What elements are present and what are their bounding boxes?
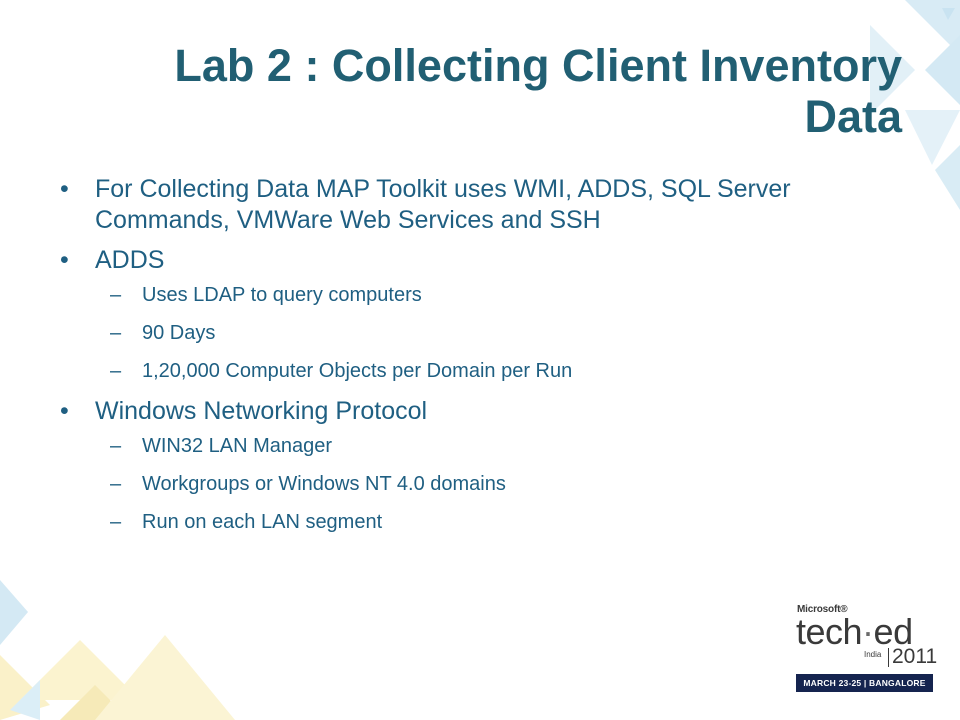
sub-bullet-text: 1,20,000 Computer Objects per Domain per…	[142, 360, 573, 382]
sub-bullet-text: 90 Days	[142, 322, 216, 344]
sub-bullet-item: – Uses LDAP to query computers	[95, 282, 890, 308]
sub-bullet-marker: –	[110, 284, 122, 306]
teched-india-2011-logo: Microsoft® tech·ed India 2011 MARCH 23-2…	[796, 604, 938, 696]
slide-title: Lab 2 : Collecting Client Inventory Data	[174, 40, 902, 142]
sub-bullet-text: WIN32 LAN Manager	[142, 435, 333, 457]
sub-bullet-text: Run on each LAN segment	[142, 511, 383, 533]
bullet-item: • For Collecting Data MAP Toolkit uses W…	[60, 174, 890, 236]
sub-bullet-marker: –	[110, 322, 122, 344]
teched-wordmark-tech: tech	[796, 611, 863, 652]
sub-bullet-marker: –	[110, 360, 122, 382]
bullet-list: • For Collecting Data MAP Toolkit uses W…	[60, 174, 890, 547]
logo-india-label: India	[864, 650, 882, 659]
bullet-text: Windows Networking Protocol	[95, 397, 428, 425]
bullet-text: ADDS	[95, 246, 165, 274]
microsoft-wordmark: Microsoft®	[797, 604, 848, 615]
logo-divider	[888, 648, 889, 667]
sub-bullet-text: Uses LDAP to query computers	[142, 284, 422, 306]
sub-bullet-marker: –	[110, 511, 122, 533]
bullet-item: • ADDS – Uses LDAP to query computers – …	[60, 245, 890, 384]
bullet-text: For Collecting Data MAP Toolkit uses WMI…	[95, 175, 791, 234]
sub-bullet-item: – 1,20,000 Computer Objects per Domain p…	[95, 358, 890, 384]
event-date-strip: MARCH 23-25 | BANGALORE	[796, 674, 933, 692]
bullet-item: • Windows Networking Protocol – WIN32 LA…	[60, 396, 890, 535]
sub-bullet-item: – Run on each LAN segment	[95, 509, 890, 535]
teched-wordmark: tech·ed	[796, 612, 913, 652]
sub-bullet-text: Workgroups or Windows NT 4.0 domains	[142, 473, 506, 495]
sub-bullet-marker: –	[110, 435, 122, 457]
sub-bullet-marker: –	[110, 473, 122, 495]
bullet-marker: •	[60, 175, 69, 203]
sub-bullet-item: – Workgroups or Windows NT 4.0 domains	[95, 471, 890, 497]
teched-wordmark-dot: ·	[862, 611, 874, 652]
bullet-marker: •	[60, 397, 69, 425]
sub-bullet-list: – Uses LDAP to query computers – 90 Days…	[95, 282, 890, 384]
logo-year: 2011	[892, 645, 938, 668]
teched-wordmark-ed: ed	[873, 611, 914, 652]
sub-bullet-item: – 90 Days	[95, 320, 890, 346]
bullet-marker: •	[60, 246, 69, 274]
sub-bullet-item: – WIN32 LAN Manager	[95, 433, 890, 459]
sub-bullet-list: – WIN32 LAN Manager – Workgroups or Wind…	[95, 433, 890, 535]
